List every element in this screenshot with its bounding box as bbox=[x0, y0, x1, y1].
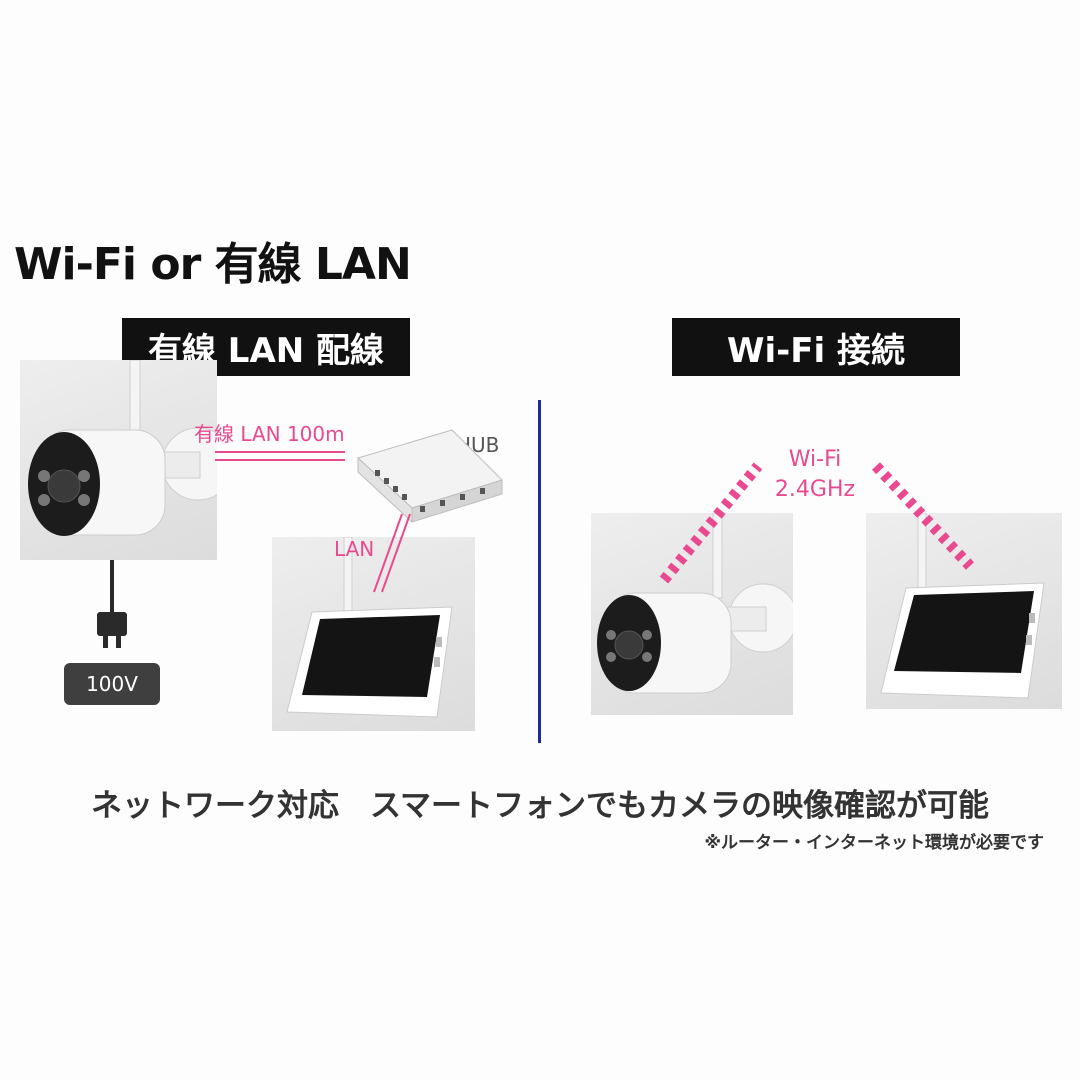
wifi-signal-left bbox=[659, 462, 763, 584]
wifi-camera-illustration bbox=[597, 513, 793, 694]
wifi-camera-photo bbox=[591, 513, 793, 715]
wifi-band-label: 2.4GHz bbox=[774, 477, 856, 502]
wifi-monitor-illustration bbox=[880, 513, 1045, 699]
feature-note: ※ルーター・インターネット環境が必要です bbox=[704, 833, 1044, 853]
monitor-photo bbox=[272, 537, 475, 731]
plug-icon bbox=[97, 612, 127, 648]
camera-photo bbox=[20, 360, 217, 560]
page-title: Wi-Fi or 有線 LAN bbox=[14, 239, 412, 290]
lan-cable-line bbox=[381, 513, 411, 593]
monitor-illustration bbox=[286, 537, 453, 718]
camera-illustration bbox=[28, 360, 217, 536]
wifi-signal-right bbox=[871, 462, 975, 570]
lan-cable-line bbox=[373, 513, 403, 593]
power-badge: 100V bbox=[64, 663, 160, 705]
feature-headline: ネットワーク対応 スマートフォンでもカメラの映像確認が可能 bbox=[90, 788, 990, 824]
hub-icon bbox=[357, 429, 503, 524]
wifi-monitor-photo bbox=[866, 513, 1062, 709]
wifi-section-header: Wi-Fi 接続 bbox=[672, 318, 960, 376]
panel-divider bbox=[538, 400, 541, 743]
wifi-label: Wi-Fi bbox=[788, 447, 842, 472]
wired-cable-label: 有線 LAN 100m bbox=[194, 422, 345, 446]
lan-label: LAN bbox=[334, 537, 375, 561]
